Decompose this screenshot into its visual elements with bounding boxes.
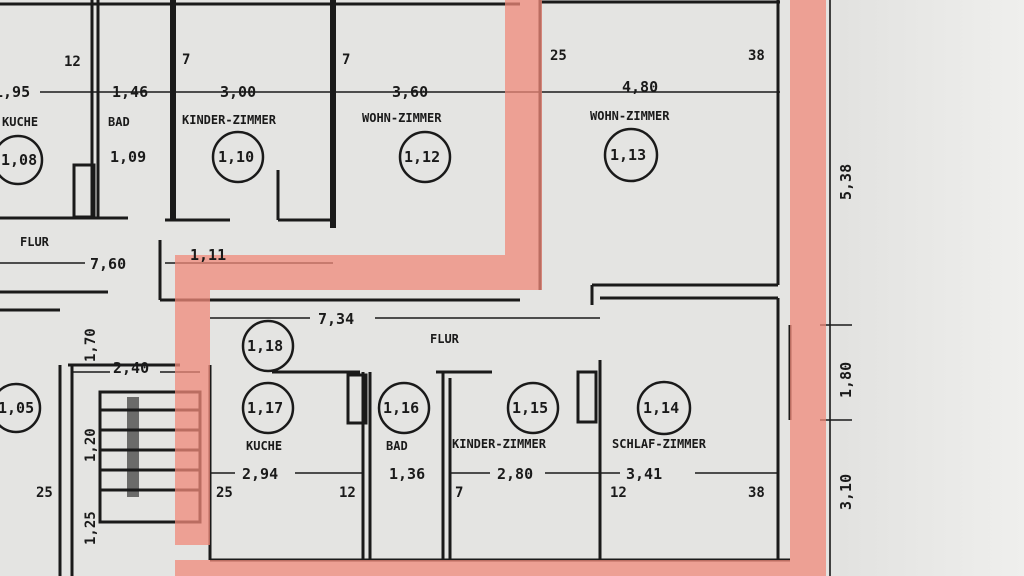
wall-thickness-top-1: 12 [64, 54, 81, 70]
room-label-bad-1-16: BAD [386, 439, 408, 453]
dim-flur-top: 7,60 [90, 255, 126, 273]
room-label-kuche-1-17: KUCHE [246, 439, 282, 453]
dim-right-2: 1,80 [837, 362, 855, 398]
dim-right-3: 3,10 [837, 474, 855, 510]
dim-schlafzimmer-width: 3,41 [626, 465, 662, 483]
wall-thickness-bottom-5: 12 [610, 485, 627, 501]
wall-thickness-bottom-1: 25 [36, 485, 53, 501]
dim-stair-vertical-2: 1,25 [83, 511, 99, 545]
dim-kinderzimmer-width: 3,00 [220, 83, 256, 101]
dim-kuche-width: 1,95 [0, 83, 30, 101]
room-label-flur-1-18: FLUR [430, 332, 460, 346]
dim-right-1: 5,38 [837, 164, 855, 200]
wall-thickness-top-4: 25 [550, 48, 567, 64]
wall-thickness-top-2: 7 [182, 52, 190, 68]
dim-wohnzimmer-1-12-width: 3,60 [392, 83, 428, 101]
dim-flur-mid: 7,34 [318, 310, 354, 328]
room-number-1-17: 1,17 [247, 399, 283, 417]
room-number-1-08: 1,08 [1, 151, 37, 169]
dim-kuche-1-17-width: 2,94 [242, 465, 278, 483]
room-number-1-13: 1,13 [610, 146, 646, 164]
paper-margin [840, 0, 1024, 576]
wall-thickness-bottom-6: 38 [748, 485, 765, 501]
dim-stair-vertical-3: 1,70 [83, 328, 99, 362]
wall-thickness-bottom-3: 12 [339, 485, 356, 501]
room-number-circles [0, 127, 692, 436]
room-label-flur-top: FLUR [20, 235, 50, 249]
room-number-1-11: 1,11 [190, 246, 226, 264]
dim-bad-width: 1,46 [112, 83, 148, 101]
wall-thickness-top-5: 38 [748, 48, 765, 64]
wall-thickness-bottom-2: 25 [216, 485, 233, 501]
room-number-1-12: 1,12 [404, 148, 440, 166]
room-number-1-10: 1,10 [218, 148, 254, 166]
wall-thickness-bottom-4: 7 [455, 485, 463, 501]
wall-thickness-top-3: 7 [342, 52, 350, 68]
room-number-1-18: 1,18 [247, 337, 283, 355]
room-number-1-05: 1,05 [0, 399, 34, 417]
room-label-bad-1-09: BAD [108, 115, 130, 129]
highlighted-wall-region [175, 0, 826, 576]
dim-stair-width: 2,40 [113, 359, 149, 377]
room-number-1-14: 1,14 [643, 399, 679, 417]
room-label-wohnzimmer-1-13: WOHN-ZIMMER [590, 109, 670, 123]
room-label-schlafzimmer-1-14: SCHLAF-ZIMMER [612, 437, 707, 451]
dim-wohnzimmer-1-13-width: 4,80 [622, 78, 658, 96]
room-label-kinderzimmer-1-10: KINDER-ZIMMER [182, 113, 277, 127]
room-number-1-15: 1,15 [512, 399, 548, 417]
dim-stair-vertical-1: 1,20 [83, 428, 99, 462]
dim-bad-1-16-width: 1,36 [389, 465, 425, 483]
dim-kinderzimmer-1-15-width: 2,80 [497, 465, 533, 483]
room-label-kuche-1-08: KUCHE [2, 115, 38, 129]
room-label-kinderzimmer-1-15: KINDER-ZIMMER [452, 437, 547, 451]
room-label-wohnzimmer-1-12: WOHN-ZIMMER [362, 111, 442, 125]
room-number-1-16: 1,16 [383, 399, 419, 417]
room-number-1-09: 1,09 [110, 148, 146, 166]
